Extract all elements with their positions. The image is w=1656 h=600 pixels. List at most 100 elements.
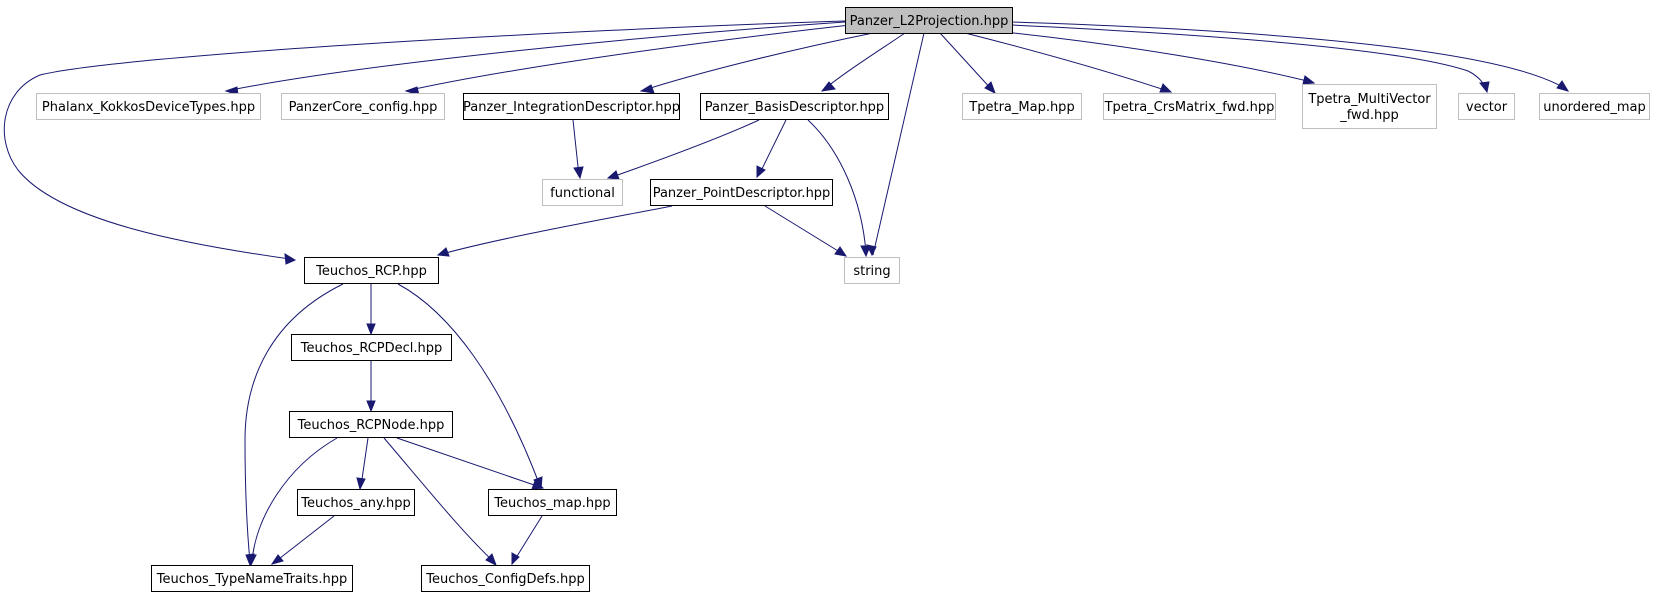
edge-line: [225, 21, 846, 92]
node-box: [1539, 93, 1650, 120]
arrowhead: [366, 323, 376, 336]
node-box: [151, 565, 353, 592]
edge-line: [994, 30, 1312, 83]
edge-any-to-typename: [270, 515, 335, 565]
node-functional: functional: [542, 179, 623, 206]
edge-basis-to-string: [807, 119, 871, 258]
edge-root-to-tmv: [994, 30, 1316, 85]
arrowhead: [984, 81, 996, 95]
arrowhead: [1159, 83, 1173, 93]
edge-line: [251, 437, 338, 563]
node-point[interactable]: Panzer_PointDescriptor.hpp: [650, 179, 833, 206]
node-tmaphpp[interactable]: Teuchos_map.hpp: [488, 489, 617, 516]
edge-tmaphpp-to-configdefs: [511, 515, 543, 566]
arrowhead: [1479, 81, 1490, 94]
edge-rcpnode-to-typename: [247, 437, 338, 567]
edge-root-to-phalanx: [224, 21, 846, 96]
edge-rcp-to-tmaphpp: [397, 283, 543, 491]
node-label: vector: [1466, 100, 1508, 115]
node-basis[interactable]: Panzer_BasisDescriptor.hpp: [700, 93, 889, 120]
edge-line: [513, 515, 543, 562]
edge-line: [441, 205, 673, 255]
arrowhead: [531, 480, 545, 490]
edge-line: [758, 119, 787, 176]
node-label: Teuchos_any.hpp: [300, 496, 411, 511]
node-label: Teuchos_RCPDecl.hpp: [300, 341, 443, 356]
node-tcrs: Tpetra_CrsMatrix_fwd.hpp: [1103, 93, 1276, 120]
node-box: [700, 93, 889, 120]
node-tmv: Tpetra_MultiVector_fwd.hpp: [1302, 84, 1437, 129]
node-tmap: Tpetra_Map.hpp: [962, 93, 1082, 120]
arrowhead: [1302, 75, 1316, 85]
node-root: Panzer_L2Projection.hpp: [845, 7, 1013, 34]
node-rcpnode[interactable]: Teuchos_RCPNode.hpp: [289, 411, 453, 438]
node-label: Teuchos_TypeNameTraits.hpp: [156, 572, 348, 587]
node-vector: vector: [1458, 93, 1515, 120]
node-label: Tpetra_Map.hpp: [968, 100, 1074, 115]
node-label: unordered_map: [1543, 100, 1646, 115]
node-label-line: Tpetra_MultiVector: [1307, 92, 1431, 107]
edge-root-to-integ: [639, 32, 874, 94]
node-configdefs[interactable]: Teuchos_ConfigDefs.hpp: [421, 565, 590, 592]
arrowhead: [756, 165, 766, 179]
arrowhead: [820, 81, 836, 92]
edge-root-to-string: [866, 32, 925, 257]
node-box: [36, 93, 261, 120]
edge-point-to-string: [764, 205, 848, 257]
arrowhead: [485, 553, 497, 567]
node-phalanx: Phalanx_KokkosDeviceTypes.hpp: [36, 93, 261, 120]
node-umap: unordered_map: [1539, 93, 1650, 120]
node-box: [542, 179, 623, 206]
edge-line: [1011, 21, 1567, 90]
node-box: [1302, 84, 1437, 129]
edge-rcpnode-to-any: [356, 437, 369, 491]
node-rcpdecl[interactable]: Teuchos_RCPDecl.hpp: [291, 334, 452, 361]
node-label: Teuchos_ConfigDefs.hpp: [425, 572, 585, 587]
edge-root-to-basis: [820, 32, 906, 92]
arrowhead: [247, 554, 257, 567]
node-string: string: [844, 257, 900, 284]
node-rcp[interactable]: Teuchos_RCP.hpp: [304, 257, 439, 284]
edge-basis-to-functional: [606, 119, 760, 180]
node-label: Teuchos_RCPNode.hpp: [297, 418, 445, 433]
node-box: [281, 93, 445, 120]
edge-line: [572, 119, 580, 177]
edge-rcpdecl-to-rcpnode: [366, 361, 376, 413]
node-box: [289, 411, 453, 438]
arrowhead: [573, 166, 584, 180]
edge-line: [383, 437, 495, 563]
node-integ[interactable]: Panzer_IntegrationDescriptor.hpp: [463, 93, 680, 120]
edge-line: [939, 32, 994, 92]
arrowhead: [436, 247, 450, 257]
edge-line: [397, 283, 541, 487]
node-box: [421, 565, 590, 592]
edges-layer: [3, 20, 1570, 567]
edge-point-to-rcp: [436, 205, 673, 257]
node-label: Phalanx_KokkosDeviceTypes.hpp: [42, 100, 255, 115]
arrowhead: [860, 245, 871, 258]
node-box: [962, 93, 1082, 120]
node-label: Teuchos_map.hpp: [493, 496, 610, 511]
arrowhead: [606, 170, 620, 180]
arrowhead: [366, 400, 376, 413]
node-label: Panzer_IntegrationDescriptor.hpp: [463, 100, 680, 115]
node-typename[interactable]: Teuchos_TypeNameTraits.hpp: [151, 565, 353, 592]
node-label: Panzer_L2Projection.hpp: [850, 14, 1009, 29]
edge-root-to-tcrs: [964, 32, 1173, 93]
node-any[interactable]: Teuchos_any.hpp: [297, 489, 415, 516]
edge-line: [405, 24, 851, 92]
edge-root-to-umap: [1011, 21, 1570, 92]
node-box: [845, 7, 1013, 34]
node-box: [463, 93, 680, 120]
edge-line: [244, 283, 344, 563]
edge-line: [872, 32, 925, 256]
arrowhead: [639, 84, 655, 94]
arrowhead: [1556, 80, 1570, 92]
edge-line: [396, 437, 541, 488]
node-label: Panzer_PointDescriptor.hpp: [653, 186, 831, 201]
node-box: [1458, 93, 1515, 120]
node-label: string: [853, 264, 890, 279]
edge-root-to-rcp: [3, 20, 846, 265]
node-label: Tpetra_MultiVector_fwd.hpp: [1307, 92, 1431, 123]
edge-line: [807, 119, 867, 254]
